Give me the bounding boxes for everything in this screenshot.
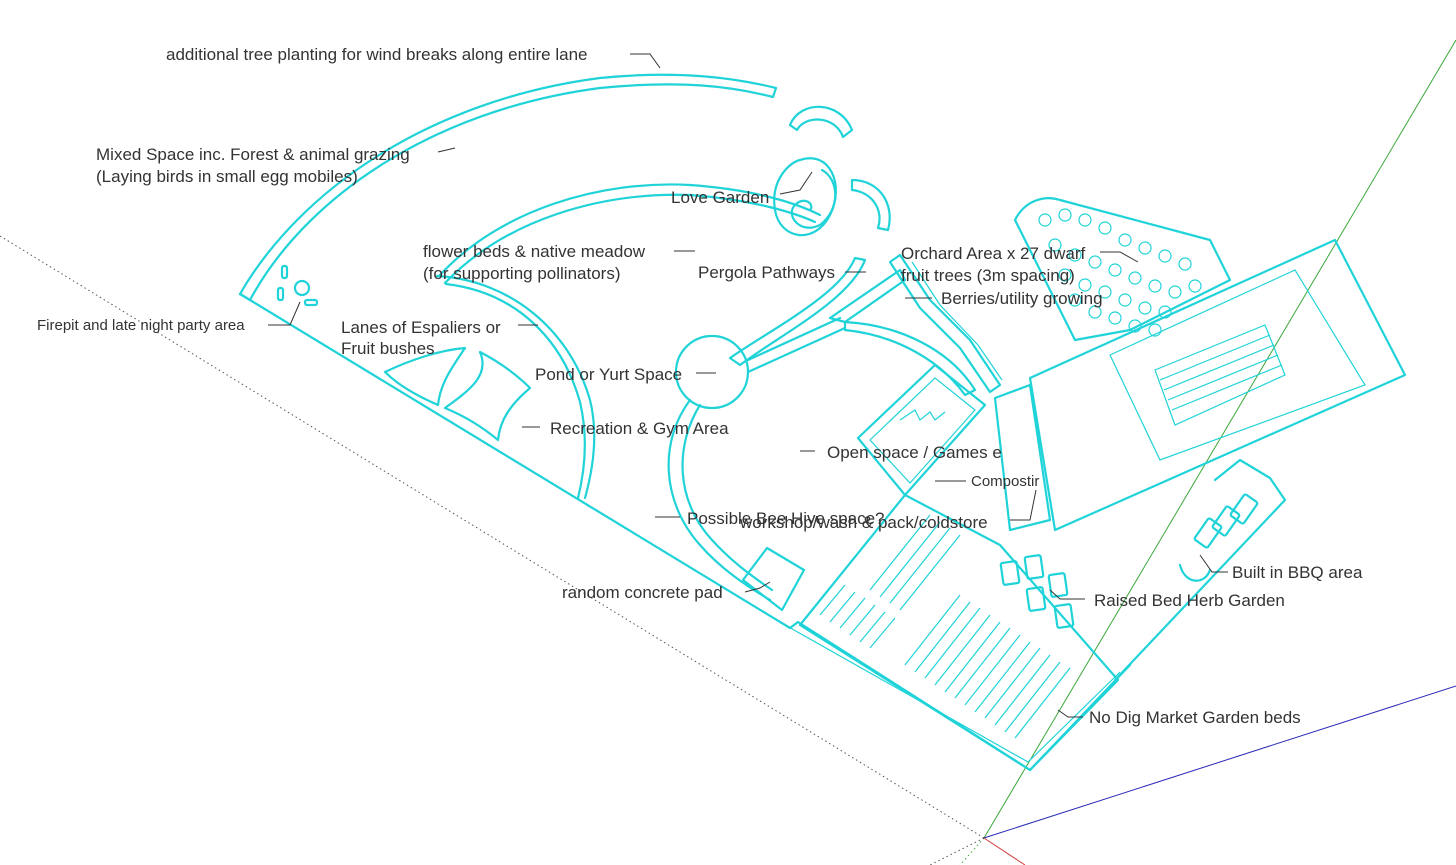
blue-axis-line bbox=[983, 685, 1456, 839]
love-garden-ring bbox=[773, 157, 837, 237]
pond-circle bbox=[674, 334, 750, 410]
label-espaliers-2: Fruit bushes bbox=[341, 339, 435, 358]
flower-bed-arc-inner bbox=[444, 282, 586, 500]
flower-bed-arc bbox=[435, 274, 596, 500]
raised-beds bbox=[999, 554, 1075, 629]
pond-path-right-2 bbox=[746, 326, 847, 374]
concrete-pad bbox=[741, 546, 806, 612]
berries-strip bbox=[888, 253, 1002, 394]
pond-path-down bbox=[667, 398, 772, 602]
house-roof-inner bbox=[1154, 324, 1286, 426]
house-roof-ridge bbox=[1109, 269, 1366, 461]
firepit-log-1 bbox=[280, 264, 289, 280]
labels: additional tree planting for wind breaks… bbox=[37, 45, 1363, 727]
label-espaliers-1: Lanes of Espaliers or bbox=[341, 318, 501, 337]
label-pergola: Pergola Pathways bbox=[698, 263, 835, 282]
espalier-lane-2 bbox=[443, 350, 532, 442]
label-firepit: Firepit and late night party area bbox=[37, 317, 245, 334]
bbq-area bbox=[1178, 493, 1259, 582]
pond-path-right bbox=[746, 316, 842, 362]
site-plan bbox=[238, 73, 1407, 772]
label-orchard-2: fruit trees (3m spacing) bbox=[901, 266, 1075, 285]
market-garden-bed-lines bbox=[819, 514, 1071, 739]
label-mixed-space-1: Mixed Space inc. Forest & animal grazing bbox=[96, 145, 410, 164]
leader-lines bbox=[268, 53, 1228, 718]
pergola-pathway-2 bbox=[828, 268, 907, 324]
espalier-lane-1 bbox=[383, 346, 467, 407]
house-outline bbox=[1028, 238, 1407, 532]
label-flower-beds-1: flower beds & native meadow bbox=[423, 242, 646, 261]
market-garden-area bbox=[798, 493, 1120, 772]
house-extension bbox=[993, 383, 1052, 532]
label-love-garden: Love Garden bbox=[671, 188, 769, 207]
label-mixed-space-2: (Laying birds in small egg mobiles) bbox=[96, 167, 358, 186]
compost-bays bbox=[899, 409, 946, 421]
red-axis-line bbox=[983, 837, 1026, 865]
label-bbq: Built in BBQ area bbox=[1232, 563, 1363, 582]
pergola-pathway bbox=[728, 256, 867, 367]
label-compost: Compostir bbox=[971, 473, 1039, 490]
firepit-circle bbox=[293, 279, 311, 297]
wind-break-arc bbox=[238, 73, 778, 302]
house-roof-lines bbox=[1159, 334, 1283, 411]
love-garden-right-c bbox=[850, 178, 891, 232]
label-pond: Pond or Yurt Space bbox=[535, 365, 682, 384]
label-raised-bed: Raised Bed Herb Garden bbox=[1094, 591, 1285, 610]
workshop-block bbox=[856, 363, 987, 497]
firepit-log-3 bbox=[303, 298, 319, 307]
green-axis-dotted-line bbox=[959, 837, 985, 865]
label-berries: Berries/utility growing bbox=[941, 289, 1103, 308]
label-workshop: workshop/wash & pack/coldstore bbox=[739, 513, 988, 532]
orchard-block bbox=[1013, 197, 1232, 342]
model-axes bbox=[0, 39, 1456, 865]
orchard-trees bbox=[1038, 208, 1202, 337]
firepit-log-2 bbox=[276, 286, 285, 302]
berries-strip-2 bbox=[911, 261, 1003, 381]
mixed-space-arc bbox=[438, 183, 822, 277]
label-flower-beds-2: (for supporting pollinators) bbox=[423, 264, 620, 283]
label-open-space: Open space / Games e bbox=[827, 443, 1002, 462]
dotted-axis-line bbox=[0, 235, 985, 839]
workshop-block-inner bbox=[869, 377, 976, 484]
label-recreation: Recreation & Gym Area bbox=[550, 419, 729, 438]
love-garden-top-c bbox=[788, 105, 854, 139]
dotted-axis-tail-line bbox=[929, 837, 985, 865]
green-axis-line bbox=[983, 39, 1456, 839]
label-wind-break: additional tree planting for wind breaks… bbox=[166, 45, 588, 64]
pergola-curve bbox=[843, 320, 977, 397]
label-bee-hive: Possible Bee Hive space? bbox=[687, 509, 885, 528]
label-orchard-1: Orchard Area x 27 dwarf bbox=[901, 244, 1086, 263]
label-concrete: random concrete pad bbox=[562, 583, 723, 602]
mixed-space-arc-inner bbox=[443, 193, 817, 285]
label-no-dig: No Dig Market Garden beds bbox=[1089, 708, 1301, 727]
